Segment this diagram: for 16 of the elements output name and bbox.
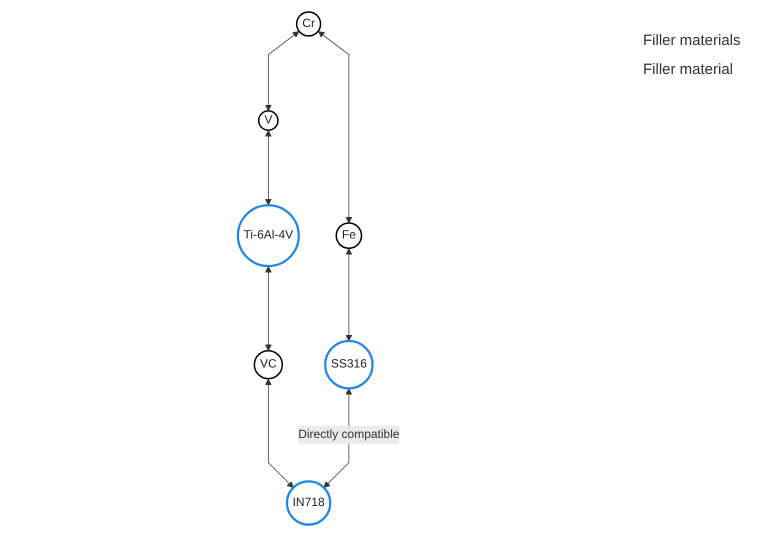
node-circle: VC xyxy=(253,350,283,380)
arrow xyxy=(264,130,272,206)
node-circle: Ti-6Al-4V xyxy=(236,204,300,268)
node-circle: V xyxy=(258,110,278,131)
arrow xyxy=(264,378,294,488)
node-circle: Fe xyxy=(335,222,362,249)
node-circle: IN718 xyxy=(286,480,332,526)
note-text: Filler material xyxy=(643,61,734,78)
arrow xyxy=(264,31,299,112)
arrow xyxy=(264,266,272,352)
node-circle: SS316 xyxy=(324,340,374,390)
arrow xyxy=(345,248,352,342)
node-circle: Cr xyxy=(296,11,322,37)
arrow xyxy=(318,31,352,224)
note-text: Filler materials xyxy=(643,32,742,49)
edge-label: Directly compatible xyxy=(298,428,400,441)
